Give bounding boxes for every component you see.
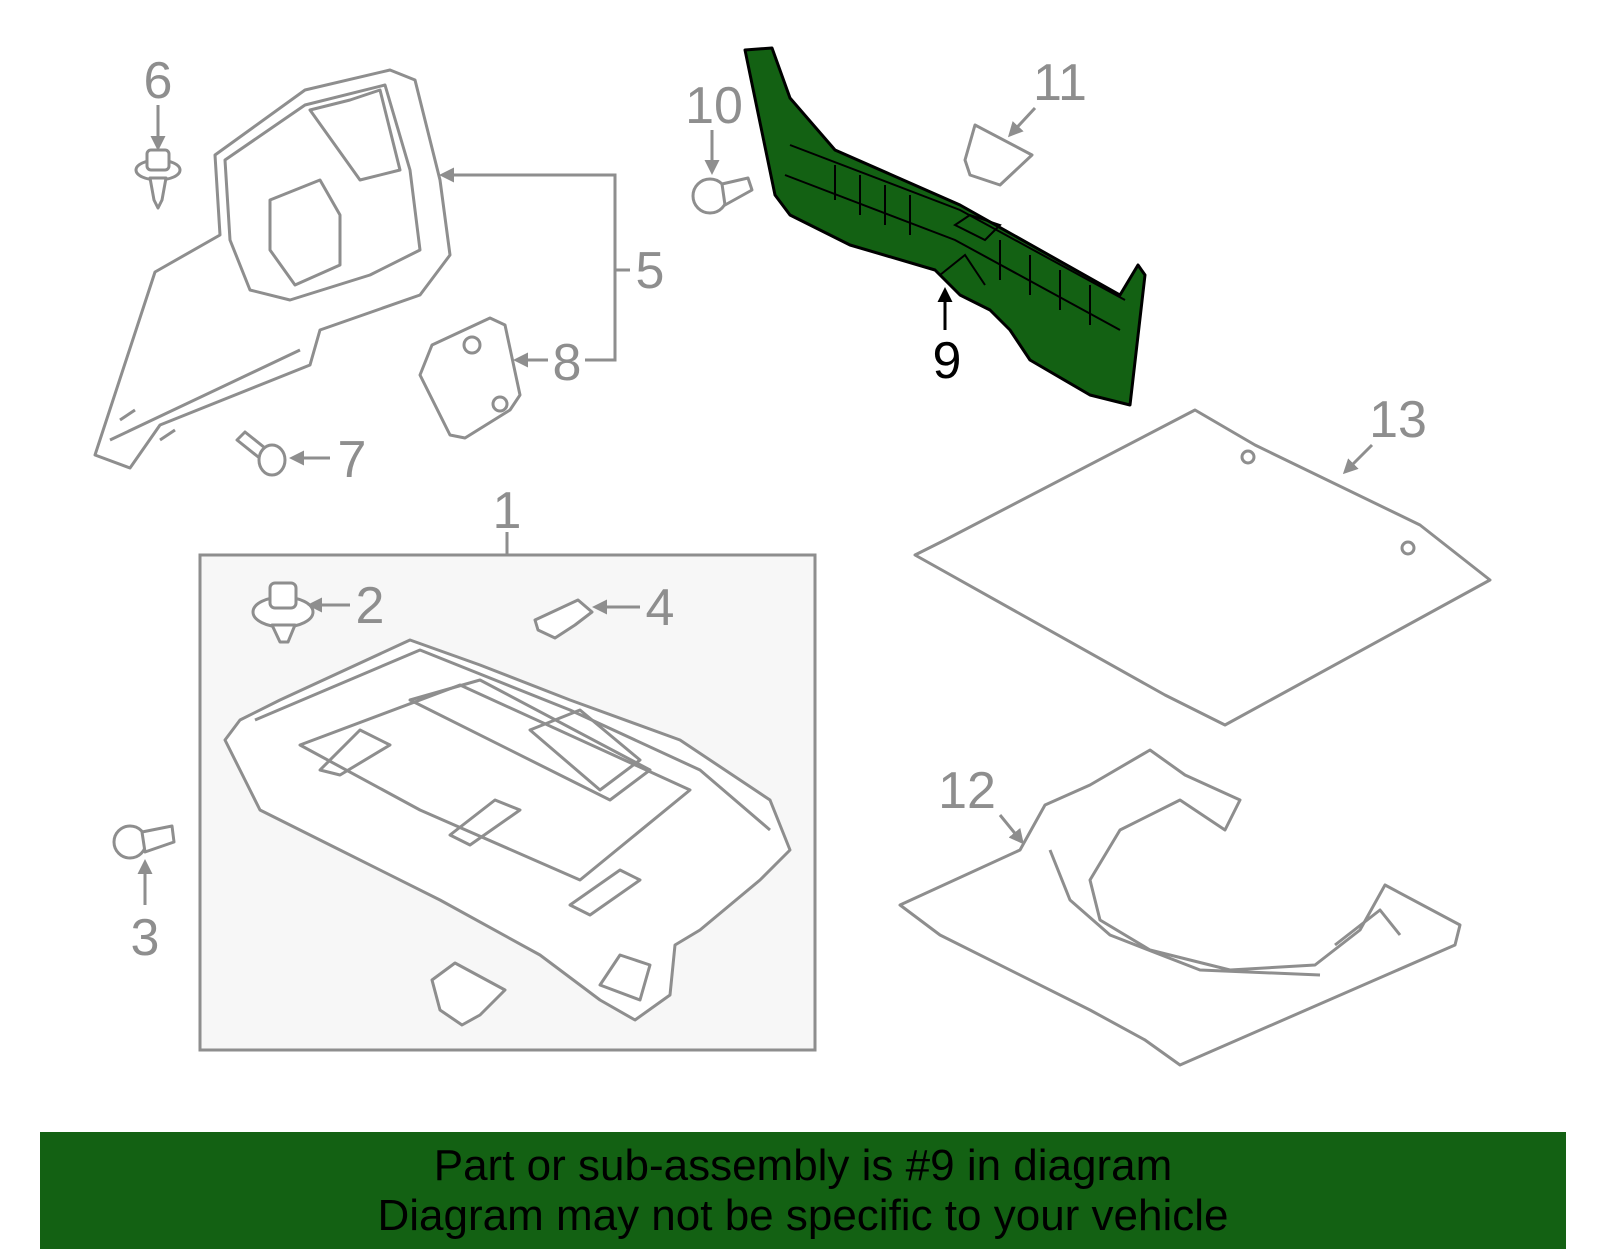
callout-3: 3 — [131, 909, 160, 967]
callout-12: 12 — [938, 762, 996, 820]
callout-4: 4 — [646, 579, 675, 637]
callout-13: 13 — [1369, 391, 1427, 449]
callout-10: 10 — [685, 77, 743, 135]
part-11-pad — [963, 123, 1034, 187]
part-10-bolt — [691, 176, 754, 215]
part-9-rear-body-panel — [743, 46, 1147, 407]
tray-clip — [430, 961, 507, 1027]
part-12-trunk-floor-trim — [898, 748, 1462, 1067]
part-8-cover — [418, 316, 522, 440]
part-1-package-tray — [223, 638, 792, 1022]
callout-5: 5 — [636, 242, 665, 300]
callout-8: 8 — [553, 334, 582, 392]
part-4-bracket — [533, 598, 594, 640]
callout-11: 11 — [1033, 54, 1087, 112]
callout-6: 6 — [144, 52, 173, 110]
banner-line-2: Diagram may not be specific to your vehi… — [377, 1190, 1229, 1240]
part-3-push-clip — [112, 824, 176, 860]
callout-1: 1 — [493, 482, 522, 540]
callout-labels: 1 2 3 4 5 6 7 8 9 10 11 12 13 — [131, 52, 1427, 967]
banner-line-1: Part or sub-assembly is #9 in diagram — [433, 1140, 1173, 1190]
callout-7: 7 — [338, 431, 367, 489]
parts-diagram: 1 2 3 4 5 6 7 8 9 10 11 12 13 — [93, 46, 1492, 1067]
part-5-quarter-trim-panel — [93, 68, 452, 470]
info-banner: Part or sub-assembly is #9 in diagram Di… — [40, 1132, 1566, 1249]
leader-lines — [137, 105, 1374, 905]
callout-2: 2 — [356, 577, 385, 635]
part-6-push-clip — [134, 148, 182, 210]
part-7-screw — [235, 430, 287, 477]
part-13-floor-mat — [913, 408, 1492, 727]
callout-9: 9 — [933, 332, 962, 390]
